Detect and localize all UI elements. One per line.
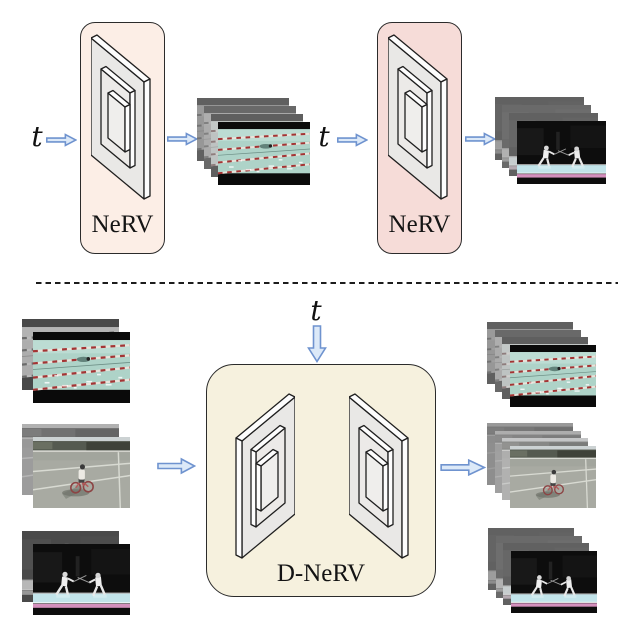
- nerv-block-label: NeRV: [91, 211, 154, 238]
- right-arrow-icon: [440, 458, 486, 477]
- section-divider: [36, 282, 618, 284]
- time-input-label: t: [310, 294, 322, 327]
- dnerv-block: D-NeRV: [206, 364, 436, 597]
- conv-layers-icon: [388, 34, 448, 200]
- nerv-block-label: NeRV: [388, 211, 451, 238]
- conv-layers-icon: [91, 34, 151, 200]
- right-arrow-icon: [337, 133, 368, 147]
- nerv-block: NeRV: [377, 22, 462, 254]
- nerv-block: NeRV: [80, 22, 165, 254]
- video-frame-cycling: [33, 437, 130, 508]
- time-input-label: t: [318, 120, 330, 153]
- video-frame-fencing: [33, 544, 130, 615]
- right-arrow-icon: [157, 457, 196, 475]
- video-frame-swimming: [33, 332, 130, 403]
- down-arrow-icon: [307, 325, 327, 363]
- conv-layers-icon: [349, 393, 409, 559]
- video-frame-cycling: [510, 446, 596, 508]
- time-input-label: t: [31, 120, 43, 153]
- right-arrow-icon: [167, 132, 198, 146]
- right-arrow-icon: [46, 133, 77, 147]
- video-frame-fencing: [511, 551, 597, 613]
- video-frame-swimming: [510, 345, 596, 407]
- conv-layers-mirrored-icon: [235, 393, 295, 559]
- dnerv-block-label: D-NeRV: [276, 560, 366, 587]
- video-frame-swimming: [218, 122, 310, 185]
- video-frame-fencing: [517, 121, 606, 184]
- right-arrow-icon: [465, 132, 496, 146]
